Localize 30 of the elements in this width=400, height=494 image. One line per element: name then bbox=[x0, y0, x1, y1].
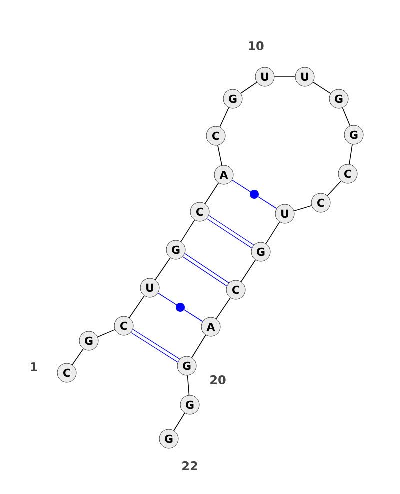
position-number: 1 bbox=[31, 362, 38, 372]
base-pair-line bbox=[206, 215, 254, 249]
backbone-line bbox=[342, 108, 351, 126]
backbone-line bbox=[174, 412, 186, 432]
backbone-line bbox=[274, 76, 296, 78]
base-pair-line bbox=[182, 254, 230, 286]
backbone-line bbox=[240, 82, 258, 94]
backbone-line bbox=[327, 180, 342, 196]
backbone-line bbox=[216, 298, 231, 320]
backbone-line bbox=[266, 222, 280, 244]
position-number: 20 bbox=[210, 375, 226, 385]
position-number: 10 bbox=[249, 41, 264, 51]
backbone-line bbox=[312, 82, 332, 94]
backbone-line bbox=[187, 375, 190, 396]
position-number: 22 bbox=[182, 462, 198, 470]
base-pair-line bbox=[131, 329, 180, 363]
backbone-line bbox=[129, 296, 145, 318]
backbone-line bbox=[240, 260, 256, 282]
backbone-line bbox=[349, 144, 353, 165]
backbone-line bbox=[155, 258, 171, 280]
backbone-line bbox=[180, 220, 196, 242]
backbone-line bbox=[72, 348, 84, 366]
backbone-line bbox=[192, 334, 206, 358]
backbone-line bbox=[98, 329, 116, 338]
base-pair-line bbox=[232, 180, 278, 210]
backbone-line bbox=[294, 205, 312, 212]
backbone-line bbox=[204, 182, 220, 204]
backbone-line bbox=[218, 145, 222, 166]
backbone-line bbox=[220, 107, 230, 128]
base-pair-line bbox=[158, 292, 204, 322]
